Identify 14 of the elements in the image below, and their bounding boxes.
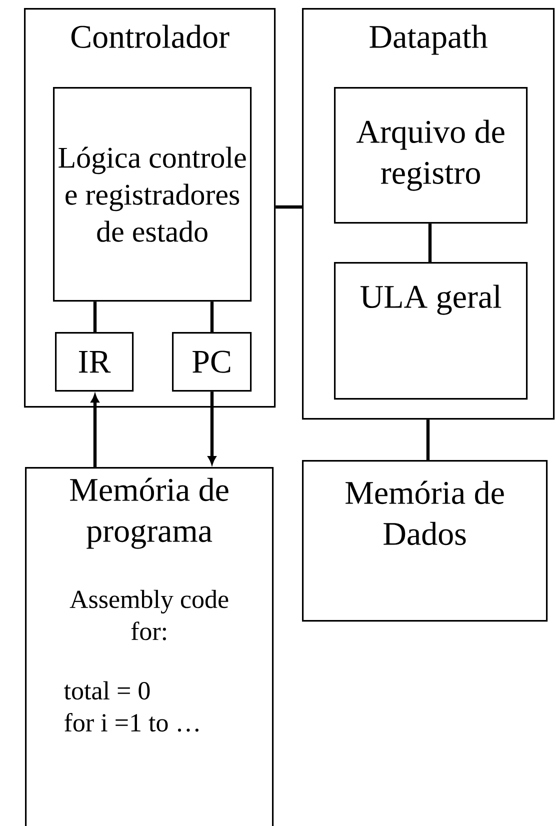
register-file-box: Arquivo de registro [334,87,528,224]
arrow [208,392,216,464]
memory-box: Memória de Dados [302,460,548,622]
connector-line [210,302,214,332]
logic-box: Lógica controle e registradores de estado [53,87,252,302]
connector-line [426,420,430,460]
memory-box: Memória de programa Assembly code for: total = 0 for i =1 to … [25,467,274,826]
arrow [91,394,99,467]
connector-line [93,302,97,332]
connector-line [276,205,302,209]
connector-line [428,224,432,262]
alu-box: ULA geral [334,262,528,400]
register-box: PC [172,332,252,392]
register-box: IR [55,332,134,392]
